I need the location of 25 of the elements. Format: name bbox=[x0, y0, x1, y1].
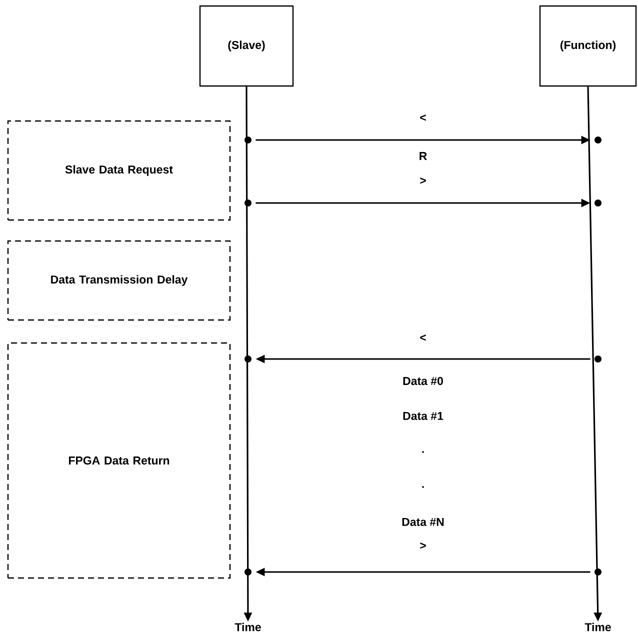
message-label: < bbox=[420, 114, 426, 121]
message-label: > bbox=[420, 542, 426, 549]
phase-box: Slave Data Request bbox=[7, 120, 231, 221]
message-label: . bbox=[422, 486, 424, 488]
time-label: Time bbox=[234, 622, 261, 632]
event-dot bbox=[594, 200, 602, 206]
time-label: Time bbox=[584, 622, 611, 632]
phase-box: Data Transmission Delay bbox=[7, 240, 231, 321]
participant-box: (Function) bbox=[539, 5, 637, 87]
message-label: < bbox=[420, 334, 426, 341]
message-label: Data #0 bbox=[403, 376, 443, 386]
participant-box: (Slave) bbox=[199, 5, 294, 87]
event-dot bbox=[244, 356, 252, 362]
event-dot bbox=[594, 568, 602, 576]
message-label: Data #N bbox=[402, 518, 444, 526]
event-dot bbox=[244, 136, 252, 144]
event-dot bbox=[594, 136, 602, 144]
phase-box: FPGA Data Return bbox=[7, 342, 231, 579]
message-label: . bbox=[422, 451, 424, 453]
message-label: > bbox=[420, 178, 426, 184]
message-label: R bbox=[420, 152, 427, 160]
event-dot bbox=[244, 568, 252, 576]
event-dot bbox=[594, 356, 602, 362]
message-label: Data #1 bbox=[403, 412, 444, 420]
event-dot bbox=[244, 200, 252, 206]
